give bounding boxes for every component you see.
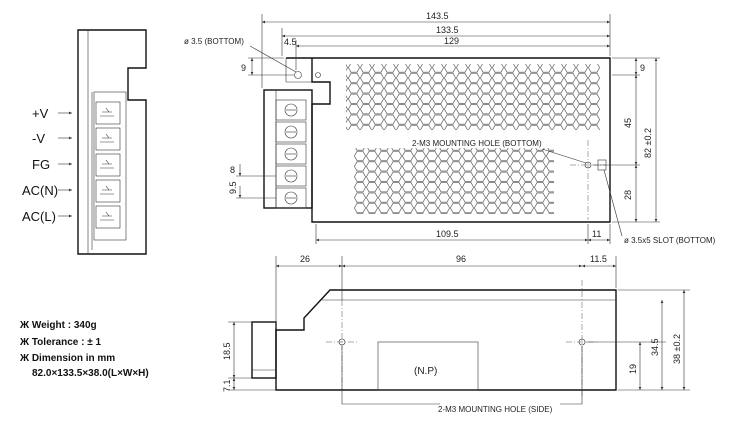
dim-34-5: 34.5: [650, 338, 660, 356]
dim-109-5: 109.5: [436, 229, 459, 239]
dim-11: 11: [592, 229, 601, 239]
dim-133-5: 133.5: [436, 25, 459, 35]
front-view: +V -V FG AC(N) AC(L): [22, 29, 147, 255]
dim-26: 26: [300, 254, 310, 264]
specifications: Ж Weight : 340g Ж Tolerance : ± 1 Ж Dime…: [19, 320, 149, 379]
vent-pattern-upper: [346, 64, 600, 130]
terminal-block: [93, 91, 127, 241]
dim-82: 82 ±0.2: [643, 128, 653, 158]
dim-19: 19: [628, 364, 638, 374]
spec-dimension-value: 82.0×133.5×38.0(L×W×H): [32, 368, 149, 379]
dim-8: 8: [230, 165, 235, 175]
dim-11-5: 11.5: [590, 254, 607, 264]
dim-96: 96: [456, 254, 466, 264]
pin-label-ac-n: AC(N): [22, 183, 58, 198]
pin-label-fg: FG: [32, 157, 50, 172]
side-dim-lines: [228, 256, 690, 405]
mounting-hole-3-5: [294, 71, 302, 79]
spec-weight: Ж Weight : 340g: [19, 320, 97, 331]
dim-7-1: 7.1: [222, 379, 232, 392]
dim-38: 38 ±0.2: [672, 334, 682, 364]
side-view: (N.P): [222, 254, 690, 414]
top-view: 143.5 133.5 129 4.5 9 9 45 82 ±0.2 28 10…: [184, 11, 716, 245]
pin-label-v-minus: -V: [32, 131, 45, 146]
dim-9-right: 9: [640, 63, 645, 73]
dim-129: 129: [444, 36, 459, 46]
dim-45: 45: [623, 118, 633, 128]
dim-28: 28: [623, 190, 633, 200]
pin-arrows: [58, 111, 72, 218]
note-m3-mounting-side: 2-M3 MOUNTING HOLE (SIDE): [438, 405, 553, 414]
dim-18-5: 18.5: [222, 342, 232, 360]
terminal-block-top: [263, 89, 313, 209]
dim-4-5: 4.5: [284, 37, 297, 47]
nameplate-label: (N.P): [414, 366, 437, 377]
dim-143-5: 143.5: [426, 11, 449, 21]
spec-tolerance: Ж Tolerance : ± 1: [19, 337, 101, 348]
top-dim-lines: [236, 14, 660, 244]
pin-label-v-plus: +V: [32, 106, 49, 121]
note-m3-mounting-bottom: 2-M3 MOUNTING HOLE (BOTTOM): [412, 139, 542, 148]
dim-9-left: 9: [241, 63, 246, 73]
note-slot-bottom: ø 3.5x5 SLOT (BOTTOM): [624, 236, 716, 245]
note-hole-3-5-bottom: ø 3.5 (BOTTOM): [184, 37, 244, 46]
pin-label-ac-l: AC(L): [22, 209, 56, 224]
dim-9-5: 9.5: [228, 181, 238, 194]
nameplate-box: [377, 341, 479, 391]
spec-dimension-title: Ж Dimension in mm: [19, 353, 115, 364]
vent-pattern-lower: [354, 148, 554, 214]
